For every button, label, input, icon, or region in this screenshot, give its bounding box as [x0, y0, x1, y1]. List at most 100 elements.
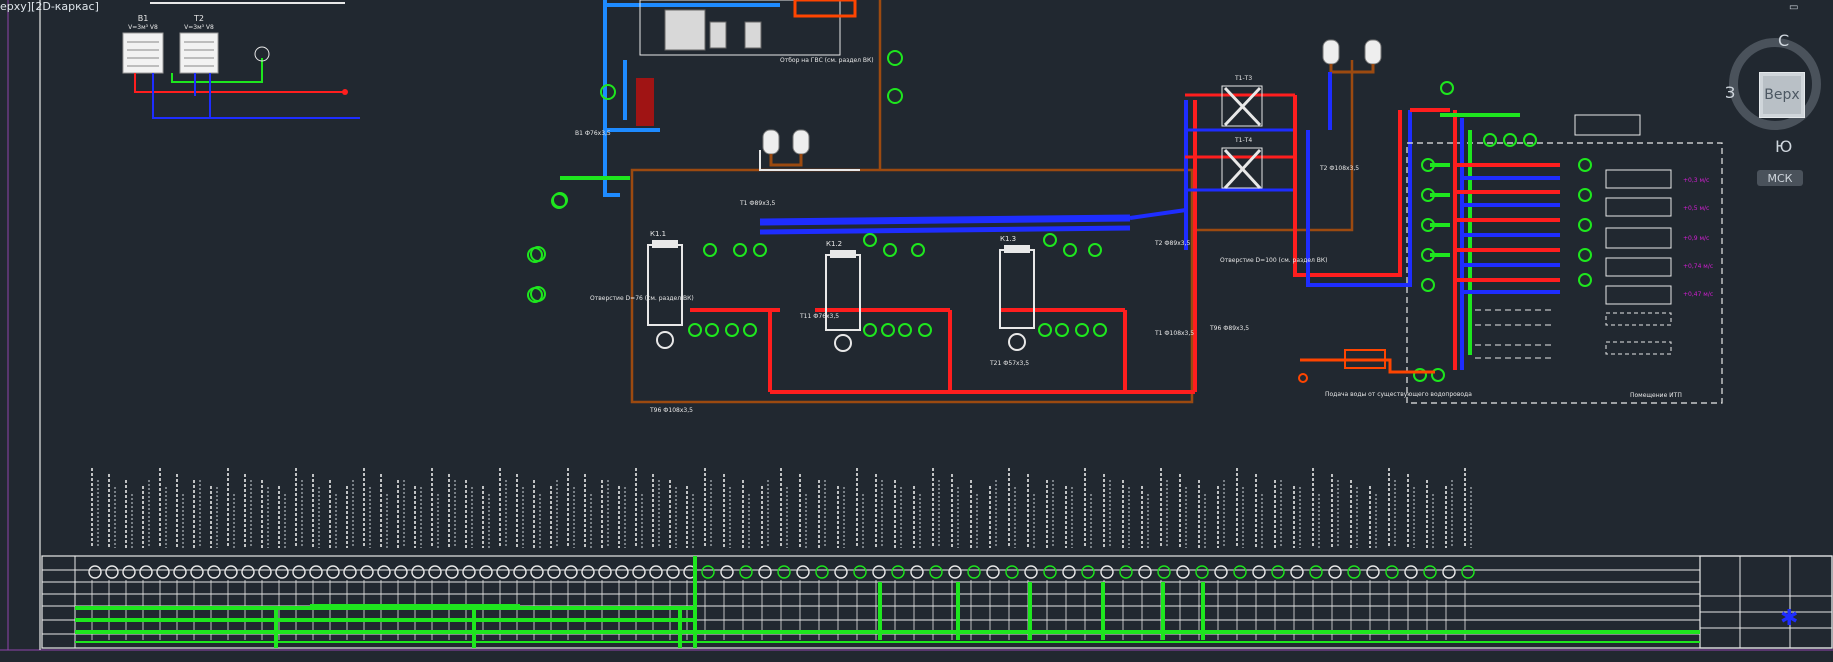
spec-column	[1369, 486, 1377, 640]
spec-marker	[1214, 565, 1228, 579]
room-label: Помещение ИТП	[1630, 392, 1682, 399]
velocity-note: +0,3 м/с	[1683, 177, 1709, 184]
instrument-cluster-pumps[interactable]	[527, 50, 1107, 337]
spec-column	[989, 480, 997, 640]
spec-marker	[929, 565, 943, 579]
heater-unit[interactable]	[636, 78, 654, 126]
pump-k13[interactable]: К1.3	[999, 235, 1035, 351]
spec-marker	[1138, 565, 1152, 579]
pump-label: К1.3	[1000, 235, 1016, 243]
viewport-restore-icon[interactable]: ▭	[1789, 2, 1799, 13]
spec-marker	[1062, 565, 1076, 579]
tank-v1[interactable]: В1 V=3м³ V8	[122, 14, 164, 74]
pump-k11[interactable]: К1.1	[647, 230, 683, 349]
viewcube[interactable]: С Ю З Верх МСК	[1725, 31, 1833, 186]
spec-marker	[445, 565, 459, 579]
spec-column	[1293, 486, 1301, 640]
spec-marker	[547, 565, 561, 579]
spec-column	[1217, 480, 1225, 640]
spec-marker	[758, 565, 772, 579]
pump-headers[interactable]	[560, 100, 1197, 394]
spec-column	[856, 468, 864, 640]
spec-marker	[1100, 565, 1114, 579]
spec-column	[618, 486, 626, 640]
spec-column	[818, 480, 826, 640]
tank-legend[interactable]: В1 V=3м³ V8 Т2 V=3м³ V8	[122, 2, 360, 119]
tank-v2[interactable]: Т2 V=3м³ V8	[179, 14, 219, 74]
side-note: Отверстие D=100 (см. раздел ВК)	[1220, 257, 1328, 264]
pump-k12[interactable]: К1.2	[825, 240, 861, 352]
compass-ring[interactable]	[1729, 38, 1821, 130]
spec-column	[837, 486, 845, 640]
spec-marker	[1195, 565, 1209, 579]
spec-marker	[1024, 565, 1038, 579]
spec-column	[159, 468, 167, 640]
spec-marker	[632, 565, 646, 579]
makeup-water-line[interactable]: Подача воды от существующего водопровода	[1298, 349, 1472, 398]
spec-column	[329, 480, 337, 640]
spec-column	[1426, 480, 1434, 640]
spec-marker	[360, 565, 374, 579]
compass-west[interactable]: З	[1725, 83, 1736, 102]
wcs-menu[interactable]: МСК	[1757, 170, 1803, 186]
itp-room[interactable]: Помещение ИТП	[1406, 81, 1723, 404]
boiler-3[interactable]	[744, 21, 762, 49]
spec-marker	[343, 565, 357, 579]
pipe-note: Т11 Ф76х3,5	[799, 313, 839, 320]
spec-marker	[1271, 565, 1285, 579]
pump-label: К1.2	[826, 240, 842, 248]
spec-column	[970, 480, 978, 640]
heat-exchanger-1[interactable]: Т1-Т3	[1185, 75, 1295, 132]
spec-marker	[479, 565, 493, 579]
spec-marker	[105, 565, 119, 579]
spec-column	[1407, 474, 1415, 640]
spec-column	[1464, 468, 1472, 640]
spec-marker	[598, 565, 612, 579]
spec-marker	[411, 565, 425, 579]
stamp-logo: ✱	[1780, 606, 1798, 631]
spec-marker	[1309, 565, 1323, 579]
boiler-1[interactable]	[664, 9, 706, 51]
spec-column	[227, 468, 235, 640]
spec-column	[108, 474, 116, 640]
spec-column	[125, 480, 133, 640]
boiler-block[interactable]	[639, 0, 841, 56]
spec-marker	[666, 565, 680, 579]
return-network-left[interactable]	[603, 0, 780, 197]
spec-column	[1236, 468, 1244, 640]
expansion-tank-right[interactable]	[1322, 39, 1382, 74]
spec-marker	[739, 565, 753, 579]
boiler-2[interactable]	[709, 21, 727, 49]
spec-marker	[1290, 565, 1304, 579]
spec-column	[397, 480, 405, 640]
spec-column	[448, 474, 456, 640]
pipe-note: Т1 Ф89х3,5	[739, 200, 775, 207]
expansion-tank-center[interactable]	[762, 129, 810, 167]
spec-column	[244, 474, 252, 640]
exchanger-risers[interactable]	[1293, 72, 1450, 287]
spec-column	[142, 480, 150, 640]
compass-south[interactable]: Ю	[1775, 137, 1793, 156]
spec-marker	[564, 565, 578, 579]
viewcube-top-face[interactable]: Верх	[1759, 72, 1805, 118]
spec-marker	[777, 565, 791, 579]
spec-column	[176, 474, 184, 640]
spec-marker	[1081, 565, 1095, 579]
spec-marker	[649, 565, 663, 579]
compass-north[interactable]: С	[1778, 31, 1790, 50]
spec-column	[465, 480, 473, 640]
spec-marker	[720, 565, 734, 579]
spec-marker	[615, 565, 629, 579]
spec-column	[635, 468, 643, 640]
spec-marker	[122, 565, 136, 579]
view-label[interactable]: ерху][2D-каркас]	[0, 0, 99, 13]
left-instruments[interactable]	[530, 193, 567, 302]
spec-column	[550, 480, 558, 640]
heat-exchanger-2[interactable]: Т1-Т4	[1185, 137, 1295, 192]
spec-column	[363, 468, 371, 640]
pipe-note: В1 Ф76х3,5	[575, 130, 611, 137]
burner-block[interactable]	[793, 0, 857, 18]
spec-column	[431, 468, 439, 640]
